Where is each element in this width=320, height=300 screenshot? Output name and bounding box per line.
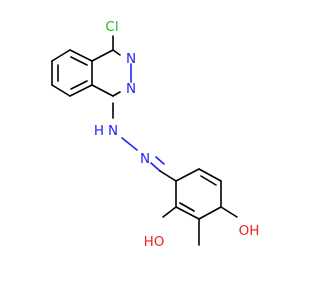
bond — [112, 91, 121, 97]
bond — [70, 80, 88, 90]
amine-nitrogen-label: N — [108, 123, 118, 139]
bond — [179, 202, 195, 212]
bond — [91, 49, 114, 62]
ring-nitrogen-upper-label: N — [126, 51, 136, 67]
bond — [69, 49, 93, 62]
amine-hydrogen-label: H — [94, 123, 104, 139]
chlorine-label: Cl — [105, 19, 118, 35]
ring-nitrogen-lower-label: N — [126, 81, 136, 97]
hydroxyl-right-label: OH — [239, 223, 260, 239]
bond — [175, 206, 200, 220]
bond — [51, 49, 71, 62]
bond — [121, 137, 138, 151]
bond — [198, 168, 222, 182]
bond — [150, 162, 161, 172]
bond — [91, 84, 114, 97]
bond — [162, 206, 177, 218]
bond — [69, 84, 93, 97]
bond — [175, 168, 200, 182]
bond — [70, 56, 88, 66]
bond — [198, 206, 222, 220]
bond — [51, 84, 71, 97]
structure-canvas: Cl N N N H N HO OH — [51, 19, 260, 250]
bond — [220, 206, 238, 218]
imine-nitrogen-label: N — [140, 151, 150, 167]
bond — [200, 175, 217, 186]
molecule-diagram: Cl N N N H N HO OH — [51, 19, 260, 250]
hydroxyl-left-label: HO — [144, 234, 165, 250]
bond — [155, 156, 165, 165]
bond — [112, 49, 121, 56]
bond — [159, 170, 177, 182]
